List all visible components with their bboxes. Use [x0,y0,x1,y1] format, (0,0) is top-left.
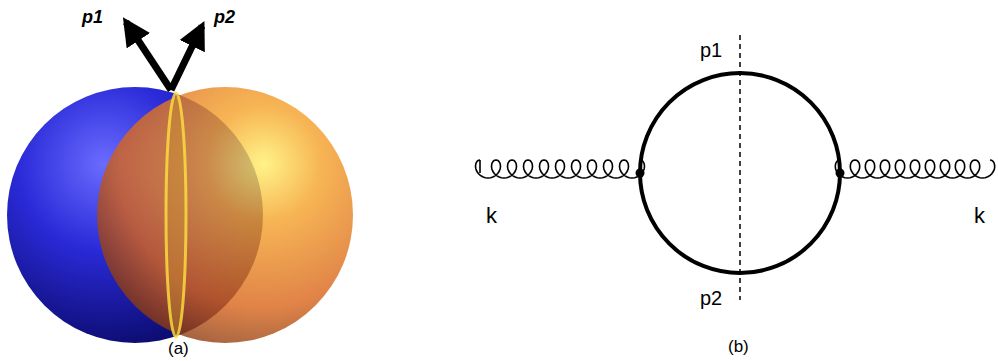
gluon-line [835,160,994,178]
gluon-momentum-label: k [974,205,985,227]
gluon-line [476,160,645,178]
momentum-label: p1 [700,40,722,60]
vertex-dot [836,169,845,178]
panel-label: (b) [728,338,749,355]
momentum-label: p2 [214,8,235,26]
momentum-arrow [171,26,202,90]
cut-line [739,35,741,300]
intersection-ring [166,93,186,337]
vertex-dot [636,169,645,178]
panel-label: (a) [168,340,189,357]
orange-sphere [97,87,353,343]
gluon-momentum-label: k [486,205,497,227]
momentum-label: p2 [700,288,722,308]
momentum-arrow [126,22,171,90]
momentum-label: p1 [82,8,103,26]
